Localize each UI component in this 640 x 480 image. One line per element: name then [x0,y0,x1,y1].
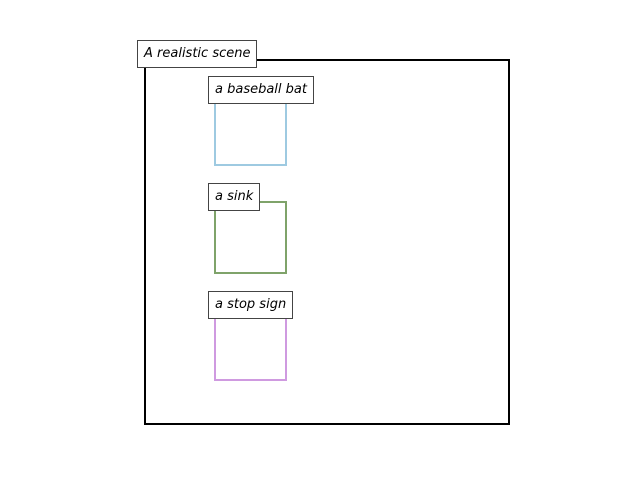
object-box-sink [214,201,287,274]
scene-title-label: A realistic scene [137,40,258,68]
scene-frame [144,59,510,425]
object-label-stop-sign: a stop sign [208,291,294,319]
object-label-baseball-bat: a baseball bat [208,76,314,104]
object-label-sink: a sink [208,183,261,211]
